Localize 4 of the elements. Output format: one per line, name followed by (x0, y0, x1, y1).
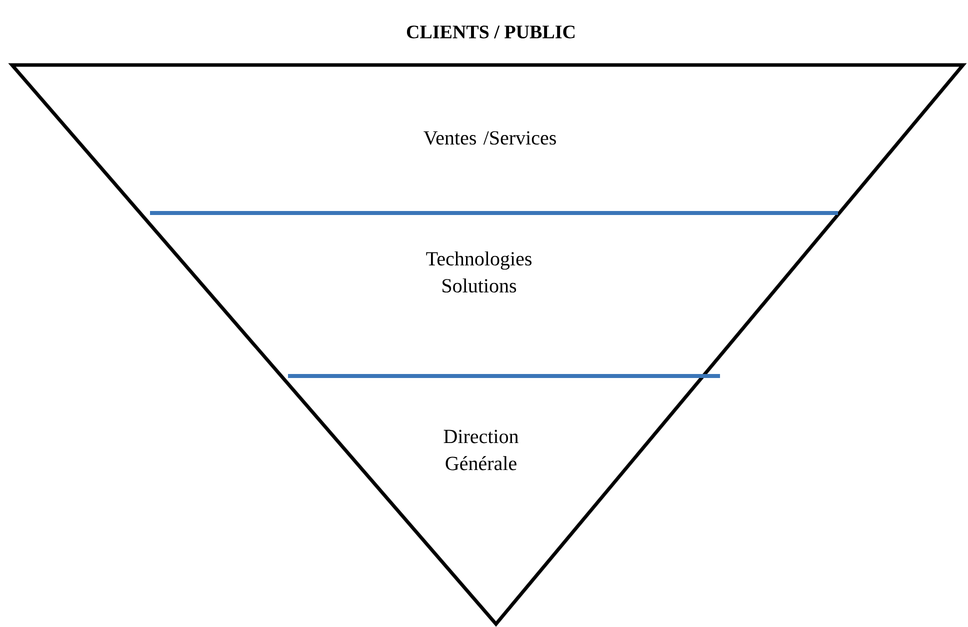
band-label: Technologies Solutions (426, 251, 532, 293)
band-label: Direction Générale (444, 430, 518, 470)
band-label: Ventes /Services (424, 131, 556, 145)
title: CLIENTS / PUBLIC (406, 26, 575, 38)
